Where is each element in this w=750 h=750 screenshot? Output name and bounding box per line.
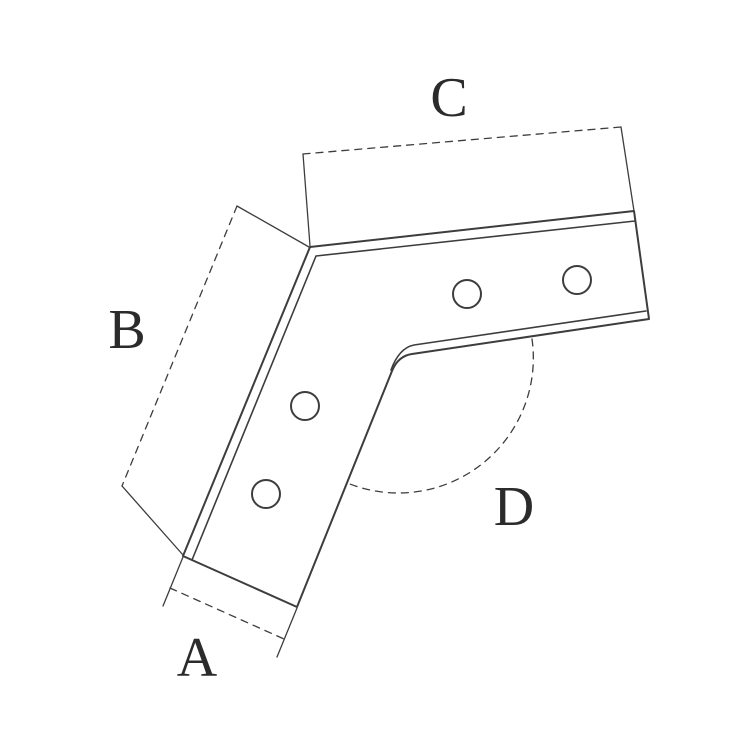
dim-b-extension-top (236, 205, 310, 248)
bolt-hole-lower-top (290, 391, 320, 421)
label-dimension-b: B (108, 299, 145, 361)
dim-c-extension-right (620, 126, 635, 212)
label-dimension-a: A (177, 627, 218, 689)
dim-d-angle-arc (344, 338, 534, 494)
bolt-hole-upper-left (452, 279, 482, 309)
bracket-thickness-edge-inner (390, 310, 647, 371)
bolt-hole-lower-bottom (251, 479, 281, 509)
label-dimension-c: C (430, 67, 467, 129)
dim-a-extension-right (276, 607, 298, 658)
dim-b-line (121, 205, 238, 487)
dim-c-extension-left (302, 153, 311, 247)
dimension-lines-group (121, 126, 635, 658)
label-dimension-d: D (494, 476, 534, 538)
dim-c-line (302, 126, 622, 155)
dimension-labels-group: C B A D (108, 67, 534, 689)
dim-a-line (169, 587, 285, 640)
bolt-hole-upper-right (562, 265, 592, 295)
bracket-thickness-edge-outer (191, 220, 636, 561)
bracket-outline (182, 210, 650, 608)
dim-b-extension-bottom (121, 485, 184, 556)
dim-a-extension-left (162, 556, 184, 607)
bracket-body-group (182, 210, 650, 608)
